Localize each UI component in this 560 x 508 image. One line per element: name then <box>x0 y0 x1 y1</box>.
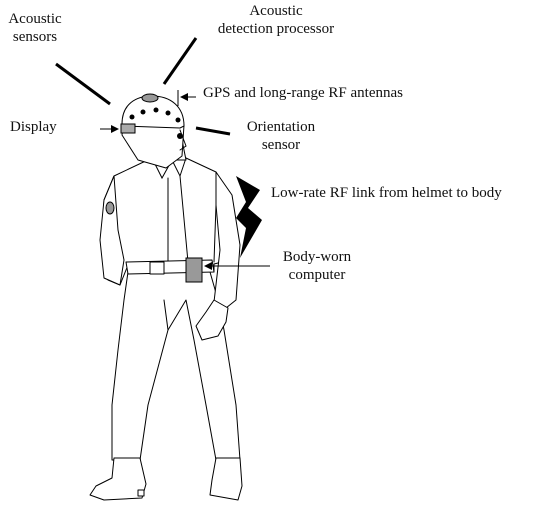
label-display: Display <box>10 118 57 136</box>
label-rf-link: Low-rate RF link from helmet to body <box>271 184 502 202</box>
label-acoustic-processor: Acoustic detection processor <box>196 2 356 38</box>
body-worn-computer <box>186 258 202 282</box>
boots <box>90 458 242 500</box>
label-computer: Body-worn computer <box>262 248 372 284</box>
label-gps: GPS and long-range RF antennas <box>203 84 403 102</box>
display-unit <box>121 124 135 133</box>
label-acoustic-sensors: Acoustic sensors <box>0 10 70 46</box>
badge <box>106 202 114 214</box>
label-orientation: Orientation sensor <box>226 118 336 154</box>
